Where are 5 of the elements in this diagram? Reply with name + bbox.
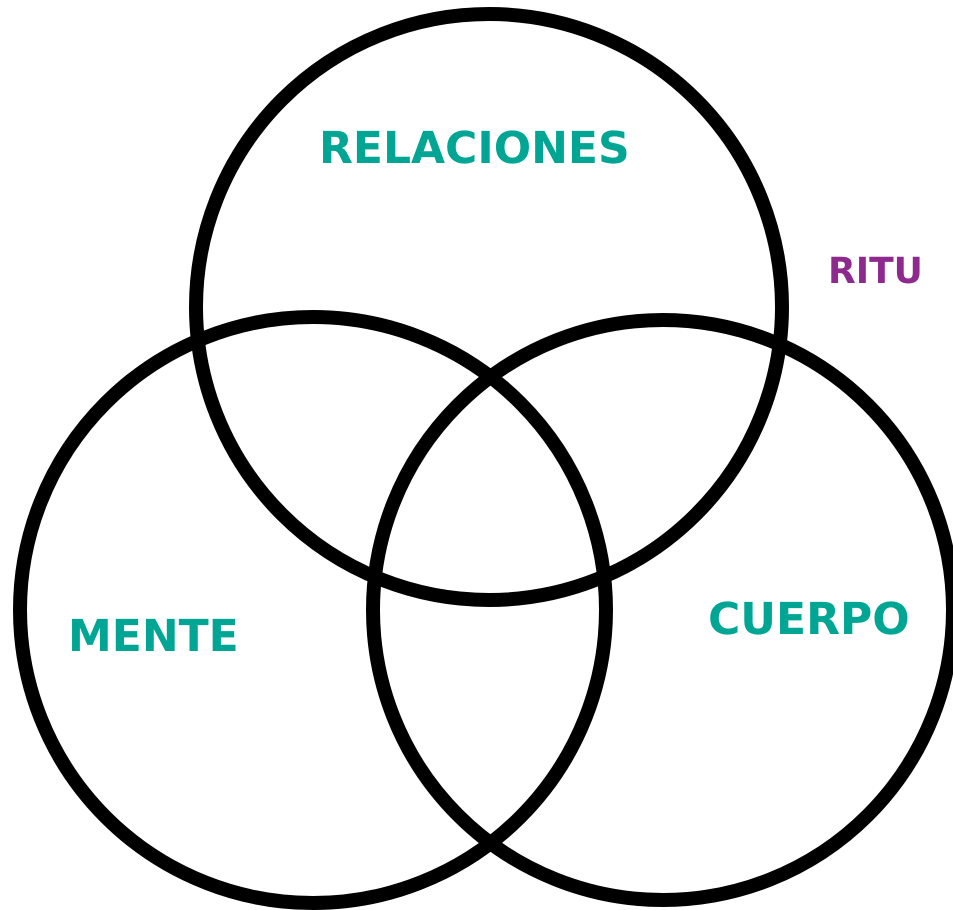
side-label: RITU [828, 254, 923, 290]
circle-label: RELACIONES [319, 127, 630, 171]
venn-circle [13, 310, 613, 910]
circle-label: CUERPO [708, 598, 910, 642]
circle-label: MENTE [68, 615, 239, 659]
